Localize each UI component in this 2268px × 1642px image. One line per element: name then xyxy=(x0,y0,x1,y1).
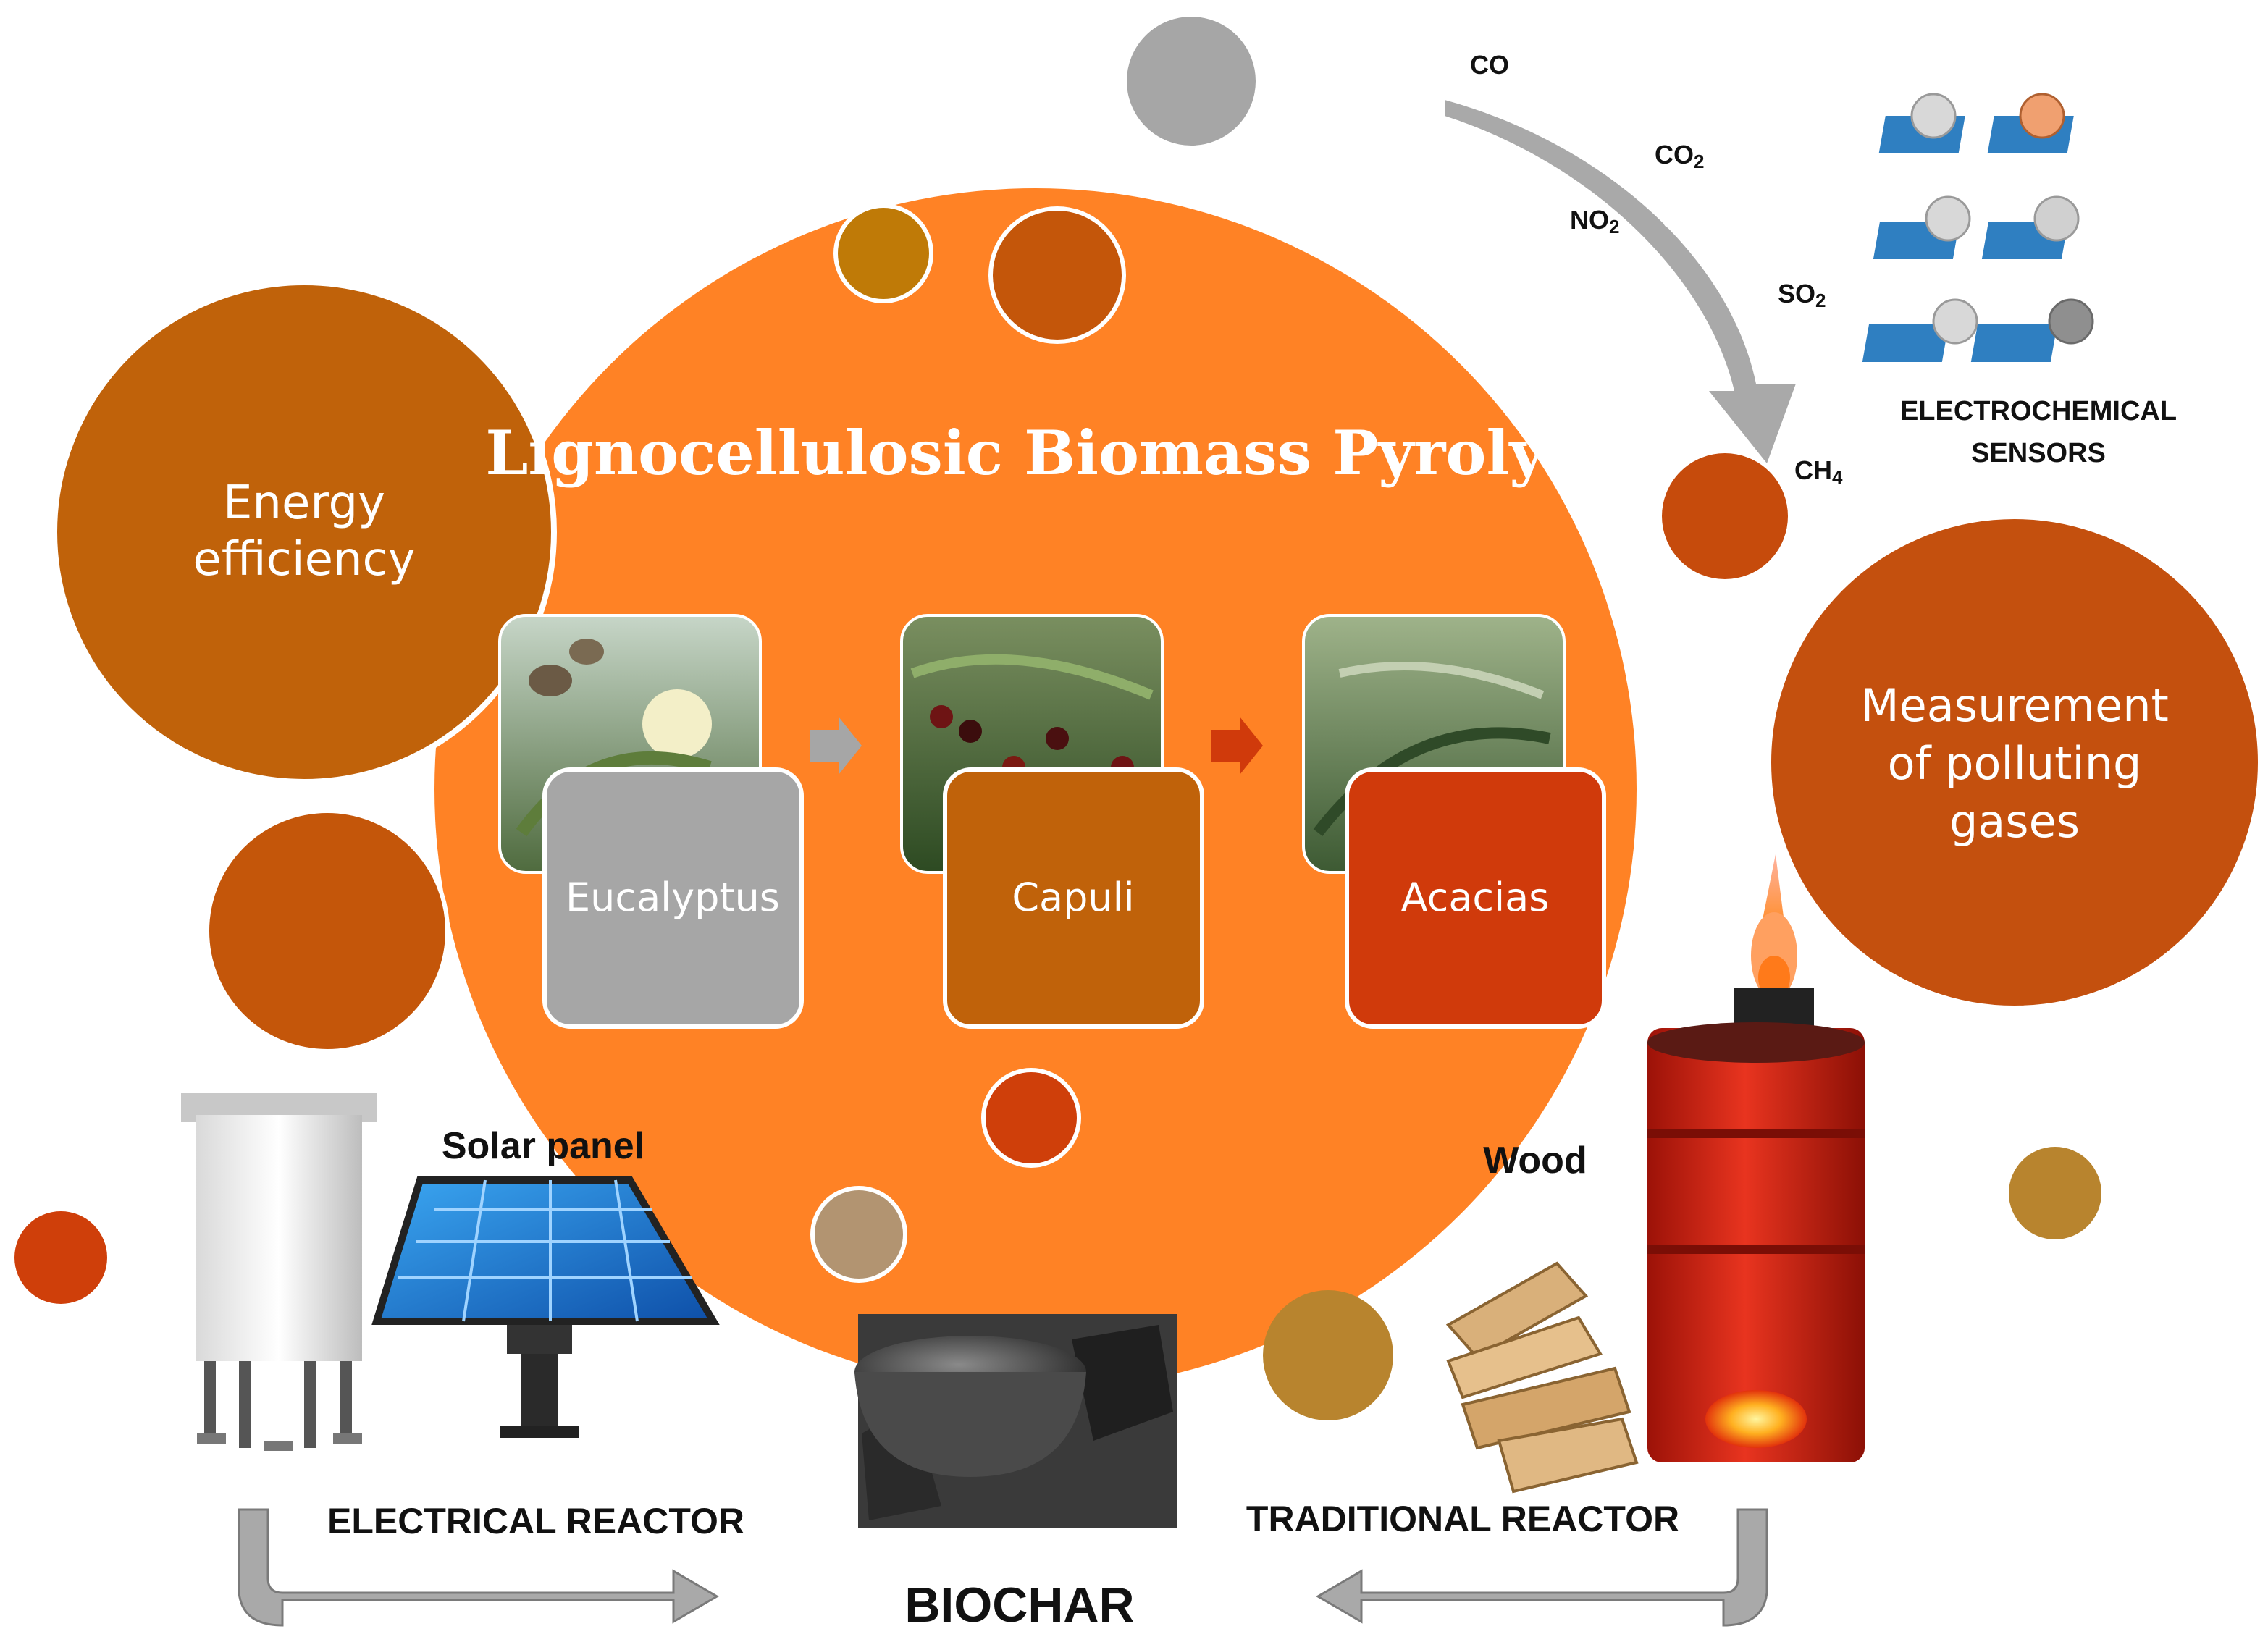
biochar-image xyxy=(854,1314,1177,1528)
gas-dot-3 xyxy=(1721,287,1734,300)
decor-circle-rust-right xyxy=(1658,449,1792,584)
measurement-label-line1: Measurement xyxy=(1860,679,2169,732)
measurement-label-line2: of polluting xyxy=(1888,737,2142,790)
traditional-reactor-label: TRADITIONAL REACTOR xyxy=(1246,1499,1679,1539)
sensor-module-2 xyxy=(1987,93,2074,153)
electrical-reactor-label: ELECTRICAL REACTOR xyxy=(327,1501,744,1541)
energy-efficiency-label-line1: Energy xyxy=(223,476,385,530)
gas-ch4-label: CH4 xyxy=(1794,455,1843,488)
decor-circle-amber-small xyxy=(833,203,933,303)
energy-efficiency-circle xyxy=(51,279,557,785)
measurement-circle xyxy=(1765,513,2264,1011)
sensors-label-line1: ELECTROCHEMICAL xyxy=(1900,396,2177,426)
sensor-module-3 xyxy=(1873,195,1971,259)
gas-co-label: CO xyxy=(1470,50,1509,80)
arrow-electrical-to-biochar xyxy=(238,1508,719,1627)
capuli-box xyxy=(943,767,1204,1029)
gas-flow-arrow xyxy=(1445,100,1796,463)
acacias-box xyxy=(1345,767,1606,1029)
eucalyptus-label: Eucalyptus xyxy=(566,875,780,920)
traditional-reactor-drum xyxy=(1647,854,1865,1462)
wood-label: Wood xyxy=(1483,1140,1587,1182)
gas-co2-label: CO2 xyxy=(1655,140,1704,172)
arrow-eucalyptus-to-capuli xyxy=(810,717,862,775)
energy-efficiency-label-line2: efficiency xyxy=(193,533,415,586)
eucalyptus-box xyxy=(542,767,804,1029)
diagram-title: Lignocellulosic Biomass Pyrolysis xyxy=(485,417,1636,489)
sensor-module-1 xyxy=(1878,93,1965,153)
sensor-module-6 xyxy=(1970,298,2094,362)
acacias-label: Acacias xyxy=(1401,875,1550,920)
decor-circle-red-far-left xyxy=(14,1211,107,1304)
solar-panel-image xyxy=(371,1176,720,1438)
decor-circle-gold-right xyxy=(2009,1147,2101,1239)
solar-panel-label: Solar panel xyxy=(442,1125,644,1167)
electrical-reactor-tank xyxy=(181,1093,377,1451)
sensor-module-4 xyxy=(1981,195,2080,259)
decor-circle-gray-top xyxy=(1122,12,1260,150)
sensors-label-line2: SENSORS xyxy=(1971,438,2106,468)
arrow-traditional-to-biochar xyxy=(1316,1508,1768,1627)
gas-dot-2 xyxy=(1663,215,1676,228)
decor-circle-gold-bottom xyxy=(1263,1290,1393,1420)
decor-circle-tan-bottom xyxy=(810,1186,907,1283)
gas-so2-label: SO2 xyxy=(1778,279,1826,311)
gas-dot-1 xyxy=(1585,147,1598,160)
decor-circle-rust-left xyxy=(205,809,450,1053)
measurement-label-line3: gases xyxy=(1949,795,2080,848)
capuli-label: Capuli xyxy=(1012,875,1134,920)
decor-circle-red-center xyxy=(981,1068,1081,1168)
wood-logs-image xyxy=(1445,1261,1639,1494)
decor-circle-rust-medium xyxy=(988,206,1126,344)
biochar-label: BIOCHAR xyxy=(904,1578,1134,1633)
gas-no2-label: NO2 xyxy=(1570,205,1619,237)
sensor-module-5 xyxy=(1862,298,1978,362)
arrow-capuli-to-acacias xyxy=(1211,717,1263,775)
